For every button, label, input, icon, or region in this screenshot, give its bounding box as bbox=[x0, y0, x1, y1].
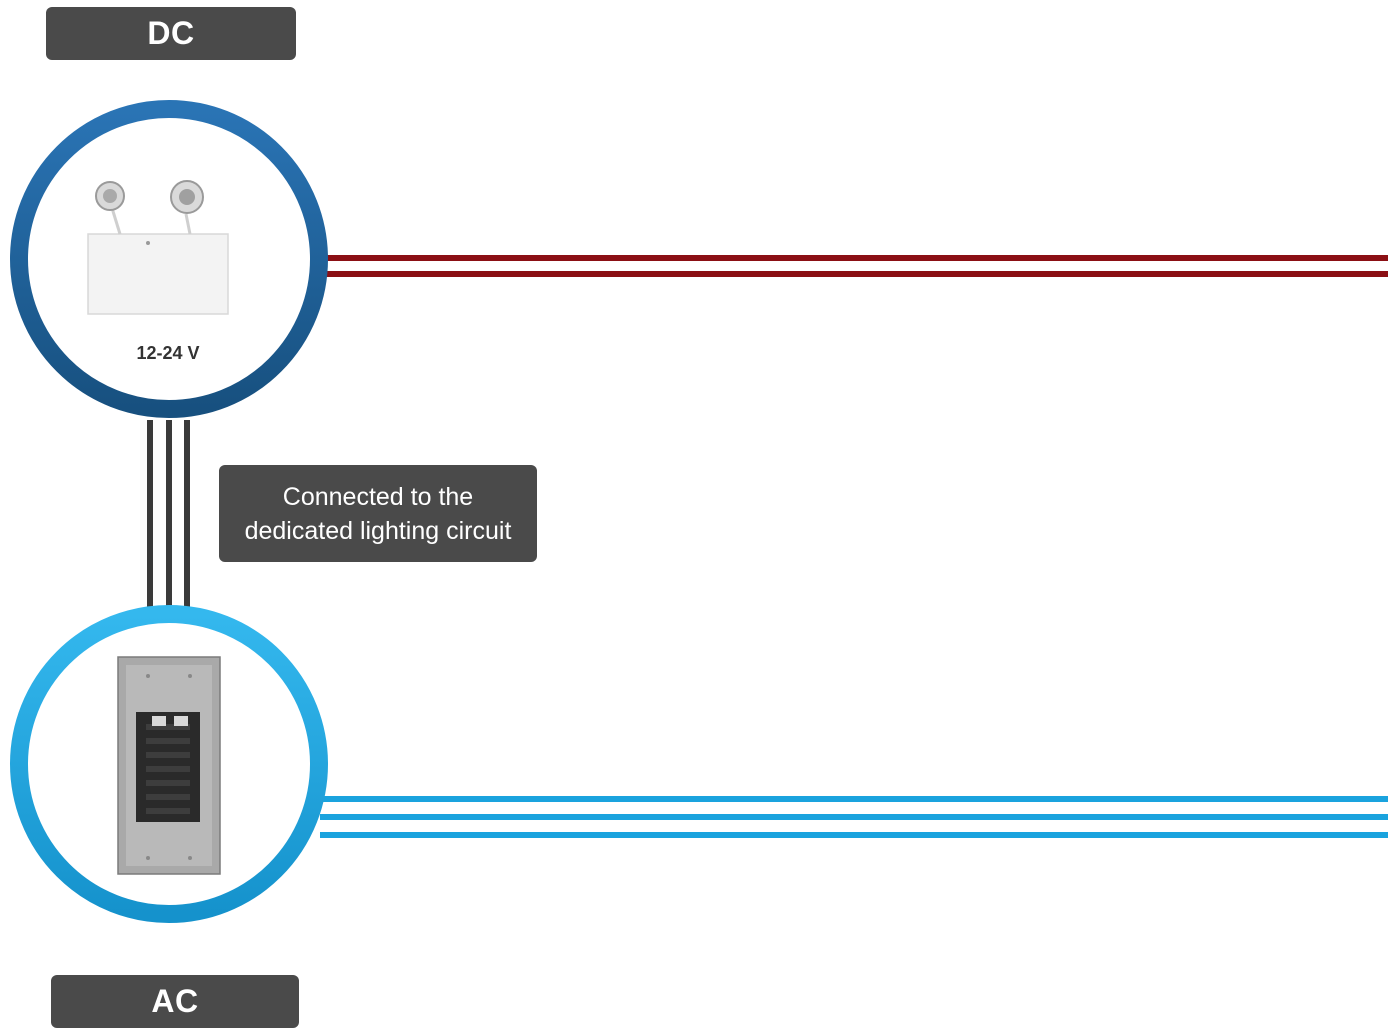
voltage-label: 12-24 V bbox=[118, 343, 218, 364]
ac-label: AC bbox=[51, 975, 299, 1028]
link-wire bbox=[147, 420, 153, 615]
ac-wire bbox=[320, 814, 1388, 820]
dc-label: DC bbox=[46, 7, 296, 60]
ac-wire bbox=[320, 796, 1388, 802]
dc-device-circle bbox=[19, 109, 319, 409]
dc-wire bbox=[320, 271, 1388, 277]
link-wire bbox=[166, 420, 172, 615]
ac-wires bbox=[320, 796, 1388, 838]
ac-wire bbox=[320, 832, 1388, 838]
link-wires bbox=[147, 420, 190, 615]
circuit-note-line1: Connected to the bbox=[283, 480, 473, 514]
electrical-panel-icon bbox=[118, 657, 220, 874]
link-wire bbox=[184, 420, 190, 615]
circuit-note: Connected to the dedicated lighting circ… bbox=[219, 465, 537, 562]
dc-wires bbox=[320, 255, 1388, 277]
ac-device-circle bbox=[19, 614, 319, 914]
circuit-note-line2: dedicated lighting circuit bbox=[245, 514, 512, 548]
dc-wire bbox=[320, 255, 1388, 261]
